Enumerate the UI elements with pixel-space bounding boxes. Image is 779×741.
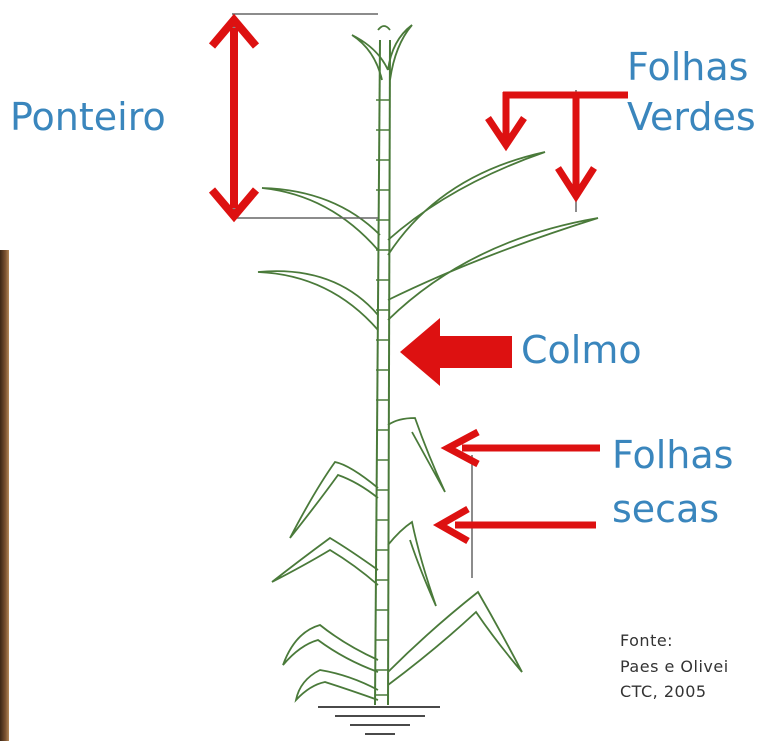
source-line-2: Paes e Olivei (620, 654, 729, 680)
source-block: Fonte: Paes e Olivei CTC, 2005 (620, 628, 729, 705)
label-folhas-secas-line2: secas (612, 488, 719, 532)
ponteiro-double-arrow (212, 20, 256, 216)
dry-leaves (272, 418, 522, 700)
label-colmo: Colmo (521, 329, 642, 373)
source-line-1: Fonte: (620, 628, 729, 654)
source-line-3: CTC, 2005 (620, 679, 729, 705)
ground-lines (318, 707, 440, 734)
plant-stalk (375, 40, 390, 705)
label-ponteiro: Ponteiro (10, 96, 166, 140)
guide-lines (232, 14, 576, 578)
label-folhas-verdes-line1: Folhas (627, 46, 748, 90)
folhas-verdes-arrows (488, 92, 628, 196)
label-folhas-verdes-line2: Verdes (627, 96, 756, 140)
colmo-arrow (400, 318, 512, 386)
green-leaves (258, 25, 598, 330)
folhas-secas-arrows (440, 432, 600, 541)
label-folhas-secas-line1: Folhas (612, 434, 733, 478)
